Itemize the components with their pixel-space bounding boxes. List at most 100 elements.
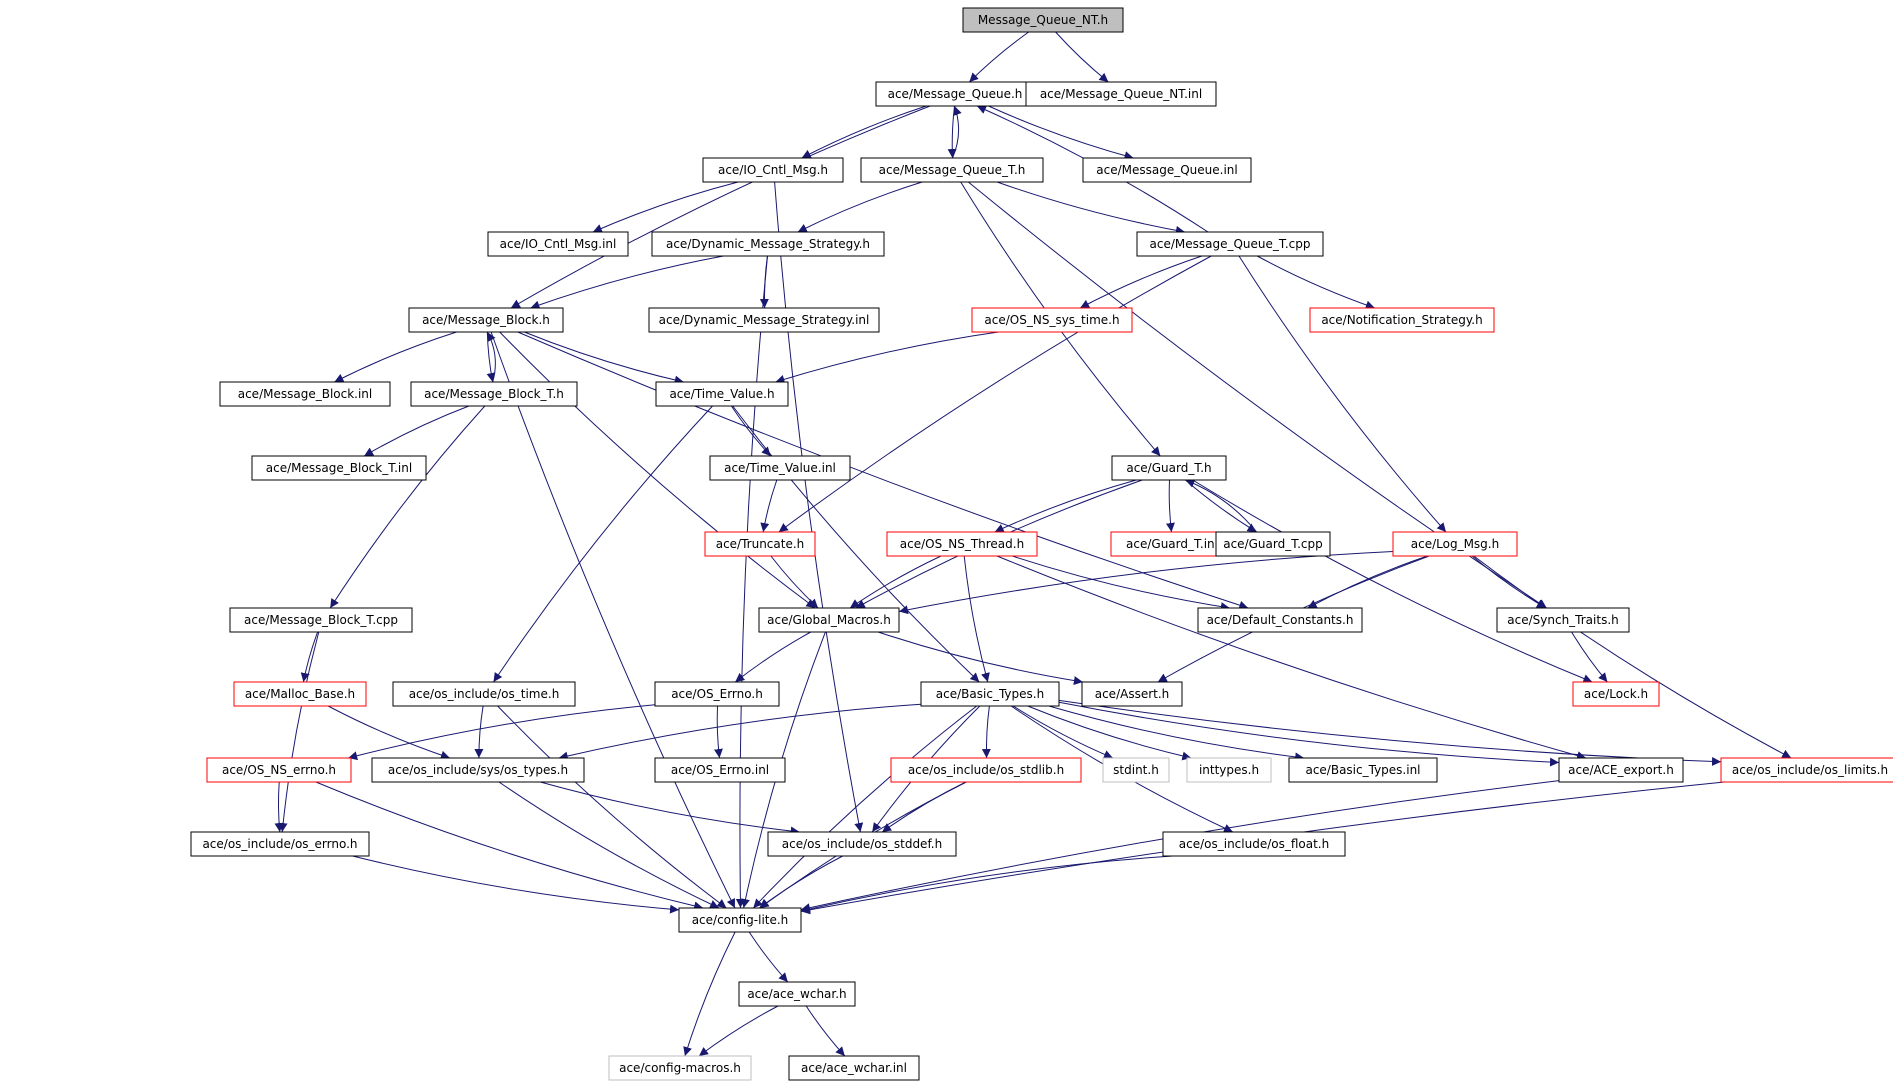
node-wcharinl[interactable]: ace/ace_wchar.inl (788, 1055, 920, 1081)
node-limits[interactable]: ace/os_include/os_limits.h (1720, 757, 1893, 783)
node-btinl[interactable]: ace/Basic_Types.inl (1288, 757, 1438, 783)
node-box-wcharinl[interactable] (788, 1055, 920, 1081)
node-bt[interactable]: ace/Basic_Types.h (920, 681, 1060, 707)
node-osstddef[interactable]: ace/os_include/os_stddef.h (767, 831, 957, 857)
node-box-osnserr[interactable] (206, 757, 352, 783)
node-box-gm[interactable] (758, 607, 900, 633)
node-mbtcpp[interactable]: ace/Message_Block_T.cpp (229, 607, 413, 633)
node-gm[interactable]: ace/Global_Macros.h (758, 607, 900, 633)
node-box-mbtinl[interactable] (251, 455, 427, 481)
node-osnst[interactable]: ace/OS_NS_sys_time.h (971, 307, 1133, 333)
node-box-dms[interactable] (651, 231, 885, 257)
node-box-gtcpp[interactable] (1215, 531, 1331, 557)
node-trunc[interactable]: ace/Truncate.h (704, 531, 816, 557)
node-box-limits[interactable] (1720, 757, 1893, 783)
node-box-macros[interactable] (608, 1055, 752, 1081)
node-dmsinl[interactable]: ace/Dynamic_Message_Strategy.inl (648, 307, 880, 333)
node-box-stdint[interactable] (1102, 757, 1170, 783)
node-box-ioc[interactable] (702, 157, 844, 183)
node-box-osstdlib[interactable] (890, 757, 1082, 783)
node-assert[interactable]: ace/Assert.h (1081, 681, 1183, 707)
node-box-mbinl[interactable] (219, 381, 391, 407)
node-dc[interactable]: ace/Default_Constants.h (1197, 607, 1363, 633)
node-mbinl[interactable]: ace/Message_Block.inl (219, 381, 391, 407)
edge-bt-to-export (1058, 701, 1560, 767)
node-box-mqntinl[interactable] (1025, 81, 1217, 107)
node-box-gt[interactable] (1111, 455, 1227, 481)
node-gt[interactable]: ace/Guard_T.h (1111, 455, 1227, 481)
node-export[interactable]: ace/ACE_export.h (1558, 757, 1684, 783)
node-box-tvinl[interactable] (709, 455, 851, 481)
node-tvinl[interactable]: ace/Time_Value.inl (709, 455, 851, 481)
node-mqtcpp[interactable]: ace/Message_Queue_T.cpp (1136, 231, 1324, 257)
node-mbtinl[interactable]: ace/Message_Block_T.inl (251, 455, 427, 481)
node-box-osstddef[interactable] (767, 831, 957, 857)
node-ostime[interactable]: ace/os_include/os_time.h (392, 681, 576, 707)
node-box-tv[interactable] (655, 381, 789, 407)
node-cfg[interactable]: ace/config-lite.h (678, 907, 802, 933)
node-box-oserrinl[interactable] (654, 757, 786, 783)
node-box-osnsth[interactable] (886, 531, 1038, 557)
node-box-mqnt[interactable] (962, 7, 1124, 33)
node-box-cfg[interactable] (678, 907, 802, 933)
node-box-mqtcpp[interactable] (1136, 231, 1324, 257)
node-iocinl[interactable]: ace/IO_Cntl_Msg.inl (487, 231, 629, 257)
node-box-bt[interactable] (920, 681, 1060, 707)
node-mb[interactable]: ace/Message_Block.h (408, 307, 564, 333)
node-inttypes[interactable]: inttypes.h (1186, 757, 1272, 783)
node-mqntinl[interactable]: ace/Message_Queue_NT.inl (1025, 81, 1217, 107)
node-ns[interactable]: ace/Notification_Strategy.h (1309, 307, 1495, 333)
node-box-gtinl[interactable] (1110, 531, 1234, 557)
node-box-dmsinl[interactable] (648, 307, 880, 333)
node-box-mab[interactable] (233, 681, 367, 707)
node-oserrnoh[interactable]: ace/os_include/os_errno.h (190, 831, 370, 857)
node-box-lm[interactable] (1392, 531, 1518, 557)
node-osnserr[interactable]: ace/OS_NS_errno.h (206, 757, 352, 783)
node-gtinl[interactable]: ace/Guard_T.inl (1110, 531, 1234, 557)
node-mab[interactable]: ace/Malloc_Base.h (233, 681, 367, 707)
node-box-export[interactable] (1558, 757, 1684, 783)
node-box-dc[interactable] (1197, 607, 1363, 633)
node-box-mbtcpp[interactable] (229, 607, 413, 633)
node-osnsth[interactable]: ace/OS_NS_Thread.h (886, 531, 1038, 557)
node-stdint[interactable]: stdint.h (1102, 757, 1170, 783)
node-box-assert[interactable] (1081, 681, 1183, 707)
node-tv[interactable]: ace/Time_Value.h (655, 381, 789, 407)
node-box-osfloat[interactable] (1162, 831, 1346, 857)
node-wchar[interactable]: ace/ace_wchar.h (738, 981, 856, 1007)
node-box-wchar[interactable] (738, 981, 856, 1007)
node-box-oserr[interactable] (654, 681, 780, 707)
node-oserrinl[interactable]: ace/OS_Errno.inl (654, 757, 786, 783)
node-st[interactable]: ace/Synch_Traits.h (1496, 607, 1630, 633)
node-box-inttypes[interactable] (1186, 757, 1272, 783)
node-box-lock[interactable] (1572, 681, 1660, 707)
node-oserr[interactable]: ace/OS_Errno.h (654, 681, 780, 707)
node-box-trunc[interactable] (704, 531, 816, 557)
node-box-oserrnoh[interactable] (190, 831, 370, 857)
node-osstdlib[interactable]: ace/os_include/os_stdlib.h (890, 757, 1082, 783)
node-box-mqt[interactable] (860, 157, 1044, 183)
node-mqnt[interactable]: Message_Queue_NT.h (962, 7, 1124, 33)
node-box-ostime[interactable] (392, 681, 576, 707)
node-box-mb[interactable] (408, 307, 564, 333)
node-lock[interactable]: ace/Lock.h (1572, 681, 1660, 707)
node-box-mbt[interactable] (410, 381, 578, 407)
node-mbt[interactable]: ace/Message_Block_T.h (410, 381, 578, 407)
node-box-iocinl[interactable] (487, 231, 629, 257)
node-mqinl[interactable]: ace/Message_Queue.inl (1082, 157, 1252, 183)
node-box-systypes[interactable] (371, 757, 585, 783)
node-box-ns[interactable] (1309, 307, 1495, 333)
node-mqt[interactable]: ace/Message_Queue_T.h (860, 157, 1044, 183)
node-mq[interactable]: ace/Message_Queue.h (875, 81, 1035, 107)
node-box-st[interactable] (1496, 607, 1630, 633)
node-box-btinl[interactable] (1288, 757, 1438, 783)
node-box-mqinl[interactable] (1082, 157, 1252, 183)
node-gtcpp[interactable]: ace/Guard_T.cpp (1215, 531, 1331, 557)
node-systypes[interactable]: ace/os_include/sys/os_types.h (371, 757, 585, 783)
node-osfloat[interactable]: ace/os_include/os_float.h (1162, 831, 1346, 857)
node-macros[interactable]: ace/config-macros.h (608, 1055, 752, 1081)
node-box-osnst[interactable] (971, 307, 1133, 333)
node-lm[interactable]: ace/Log_Msg.h (1392, 531, 1518, 557)
node-ioc[interactable]: ace/IO_Cntl_Msg.h (702, 157, 844, 183)
node-dms[interactable]: ace/Dynamic_Message_Strategy.h (651, 231, 885, 257)
